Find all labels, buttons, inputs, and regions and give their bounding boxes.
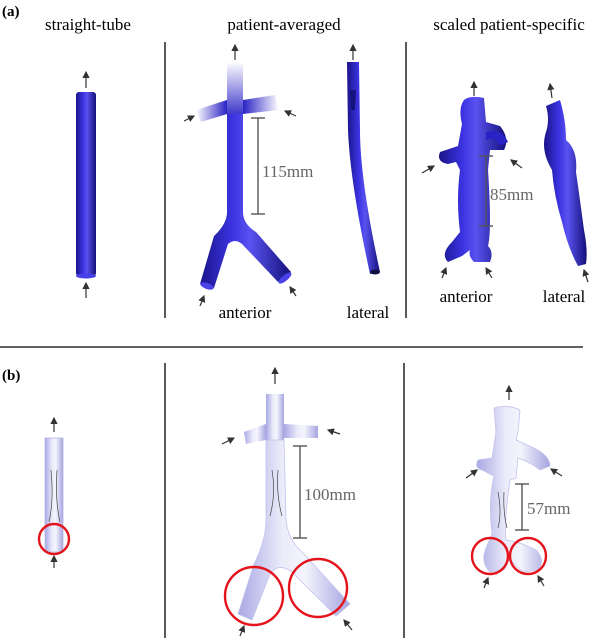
inflow-arrow — [198, 294, 206, 307]
patient-specific-anterior-model — [439, 96, 508, 262]
dimension-57mm — [515, 483, 529, 531]
view-label-lateral: lateral — [543, 287, 586, 306]
patient-specific-translucent-model — [476, 406, 551, 573]
inflow-arrow — [582, 268, 590, 283]
dimension-100mm — [293, 445, 307, 539]
inflow-arrow — [482, 576, 490, 589]
straight-tube-translucent-model — [44, 437, 64, 553]
outflow-arrow — [547, 82, 555, 99]
inflow-arrow — [549, 468, 563, 477]
inflow-arrow — [289, 286, 297, 297]
inflow-arrow — [283, 110, 297, 117]
inflow-arrow — [343, 619, 353, 631]
patient-averaged-anterior-model — [196, 62, 292, 290]
dimension-label-115mm: 115mm — [262, 162, 313, 181]
highlight-circle — [508, 536, 548, 576]
panel-a-label: (a) — [2, 4, 20, 20]
inflow-arrow — [326, 428, 341, 436]
inflow-arrow — [421, 165, 436, 174]
dimension-115mm — [251, 117, 265, 215]
inflow-arrow — [537, 574, 545, 587]
inflow-arrow — [238, 624, 246, 637]
panel-b-label: (b) — [2, 368, 20, 384]
highlight-circle — [470, 536, 510, 576]
highlight-circle — [37, 522, 71, 556]
patient-averaged-translucent-model — [237, 394, 351, 621]
inflow-arrow — [221, 437, 236, 445]
inflow-arrow — [183, 115, 196, 122]
patient-averaged-lateral-model — [347, 62, 380, 275]
view-label-anterior: anterior — [219, 303, 272, 322]
highlight-circle — [287, 557, 349, 619]
dimension-label-57mm: 57mm — [527, 499, 570, 518]
inflow-arrow — [485, 266, 493, 279]
column-title-straight-tube: straight-tube — [45, 15, 131, 34]
dimension-85mm — [479, 155, 493, 227]
view-label-lateral: lateral — [347, 303, 390, 322]
straight-tube-model — [76, 92, 96, 279]
view-label-anterior: anterior — [440, 287, 493, 306]
inflow-arrow — [510, 159, 523, 169]
inflow-arrow — [440, 266, 448, 279]
column-title-patient-averaged: patient-averaged — [227, 15, 341, 34]
dimension-label-100mm: 100mm — [304, 485, 356, 504]
patient-specific-lateral-model — [544, 100, 587, 266]
dimension-label-85mm: 85mm — [490, 185, 533, 204]
highlight-circle — [223, 565, 285, 627]
inflow-arrow — [465, 469, 478, 479]
column-title-patient-specific: scaled patient-specific — [433, 15, 585, 34]
